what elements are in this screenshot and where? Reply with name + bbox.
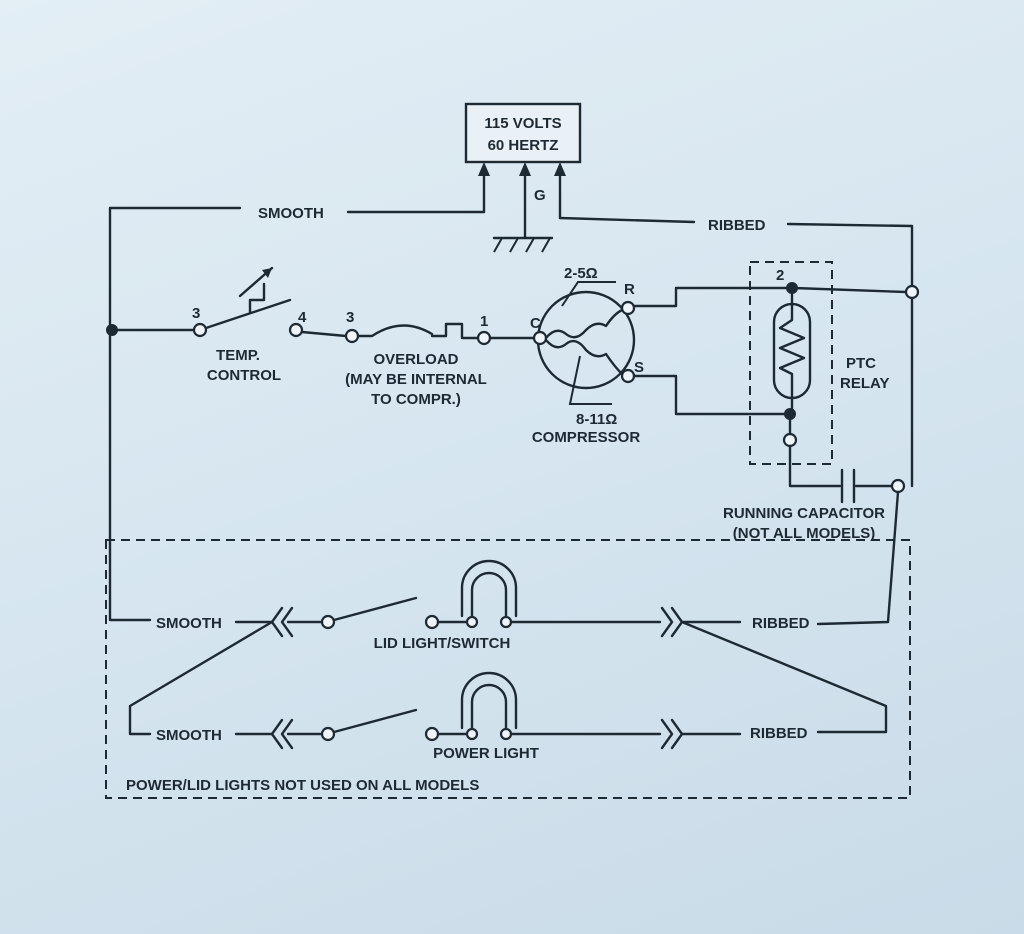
- ptc-relay-label-2: RELAY: [840, 375, 889, 392]
- ribbed-wire-top: [558, 216, 914, 294]
- svg-text:1: 1: [480, 313, 488, 330]
- power-light-label: POWER LIGHT: [433, 745, 539, 762]
- relay-right-terminal: [904, 284, 920, 300]
- supply-frequency: 60 HERTZ: [488, 137, 559, 154]
- svg-text:C: C: [530, 315, 541, 332]
- smooth-wire-label-lid: SMOOTH: [156, 615, 222, 632]
- compressor-label: COMPRESSOR: [532, 429, 641, 446]
- svg-text:4: 4: [298, 309, 307, 326]
- lights-enclosure: [105, 539, 911, 799]
- svg-text:2: 2: [776, 267, 784, 284]
- run-winding-resistance: 2-5Ω: [564, 265, 598, 282]
- lid-light-circuit: SMOOTH LID LIGHT/SWITCH RIBBED: [156, 559, 810, 652]
- compressor: 2-5Ω 8-11Ω C R S COMPRESSOR: [530, 265, 644, 446]
- temp-control-label-2: CONTROL: [207, 367, 281, 384]
- running-capacitor: RUNNING CAPACITOR (NOT ALL MODELS): [723, 444, 906, 542]
- svg-text:S: S: [634, 359, 644, 376]
- ptc-relay-label-1: PTC: [846, 355, 876, 372]
- power-supply: 115 VOLTS 60 HERTZ G: [464, 102, 582, 253]
- overload-label-3: TO COMPR.): [371, 391, 461, 408]
- overload-label-1: OVERLOAD: [373, 351, 458, 368]
- overload-label-2: (MAY BE INTERNAL: [345, 371, 487, 388]
- lid-light-label: LID LIGHT/SWITCH: [374, 635, 511, 652]
- temp-control-label-1: TEMP.: [216, 347, 260, 364]
- power-light-circuit: SMOOTH POWER LIGHT RIBBED: [156, 671, 808, 762]
- svg-text:R: R: [624, 281, 635, 298]
- power-light-bulb-icon: [460, 671, 518, 741]
- lights-note: POWER/LID LIGHTS NOT USED ON ALL MODELS: [126, 777, 479, 794]
- smooth-wire-label-top: SMOOTH: [258, 205, 324, 222]
- lid-light-bulb-icon: [460, 559, 518, 629]
- ground-label: G: [534, 187, 546, 204]
- smooth-wire-top: [108, 206, 486, 622]
- svg-text:3: 3: [346, 309, 354, 326]
- overload: 3 1 OVERLOAD (MAY BE INTERNAL TO COMPR.): [344, 309, 492, 408]
- temp-control: 3 4 TEMP. CONTROL: [192, 266, 307, 384]
- capacitor-label-2: (NOT ALL MODELS): [733, 525, 876, 542]
- start-winding-resistance: 8-11Ω: [576, 411, 617, 428]
- svg-text:3: 3: [192, 305, 200, 322]
- smooth-wire-label-power: SMOOTH: [156, 727, 222, 744]
- ptc-relay: 2 PTC RELAY: [749, 261, 889, 465]
- capacitor-label-1: RUNNING CAPACITOR: [723, 505, 885, 522]
- supply-voltage: 115 VOLTS: [484, 115, 561, 132]
- ribbed-wire-label-power: RIBBED: [750, 725, 808, 742]
- ribbed-wire-label-top: RIBBED: [708, 217, 766, 234]
- ground-icon: [492, 236, 554, 253]
- ribbed-wire-label-lid: RIBBED: [752, 615, 810, 632]
